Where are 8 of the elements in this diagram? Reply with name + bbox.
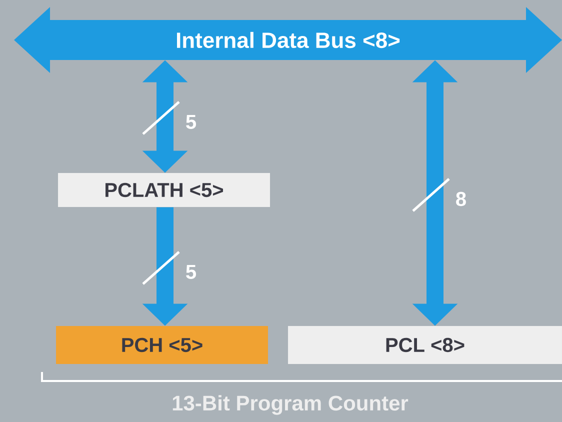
bus-band: Internal Data Bus <8>	[14, 7, 562, 73]
edge-label: 5	[186, 115, 196, 129]
register-box: PCLATH <5>	[58, 173, 270, 207]
bracket-label: 13-Bit Program Counter	[172, 395, 408, 415]
edge-label: 5	[186, 265, 196, 279]
register-box: PCH <5>	[56, 326, 268, 364]
edge-label: 8	[456, 192, 466, 206]
register-box: PCL <8>	[288, 326, 562, 364]
